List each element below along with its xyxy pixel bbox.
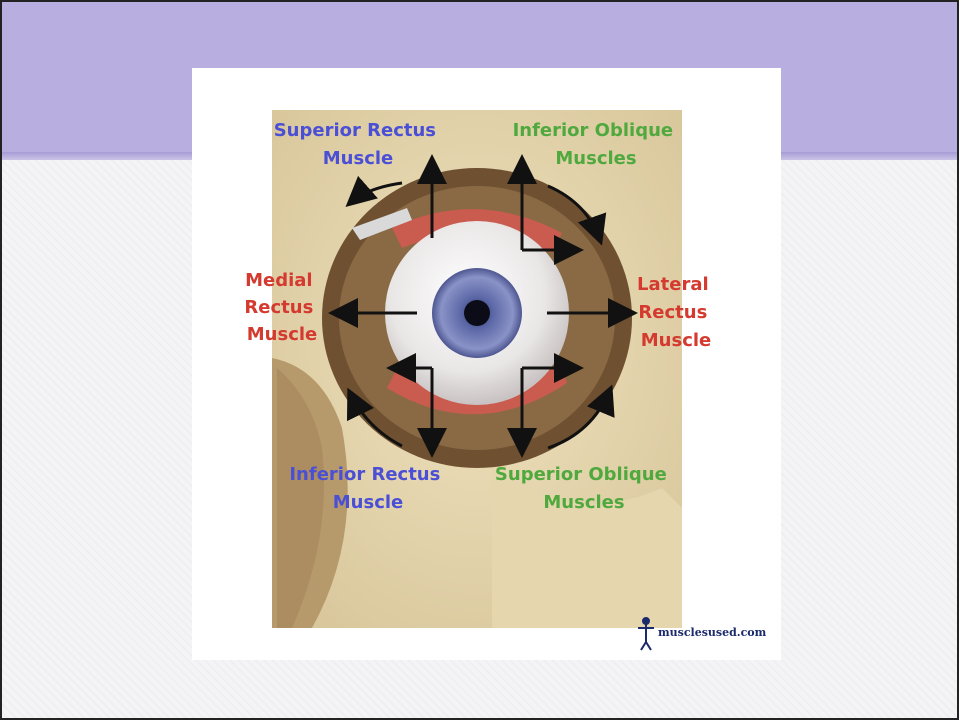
eye-diagram: Superior Rectus Muscle Inferior Oblique … xyxy=(192,68,781,660)
eye-muscle-figure: Superior Rectus Muscle Inferior Oblique … xyxy=(192,68,781,660)
medial-rectus-label: Medial Rectus Muscle xyxy=(244,270,319,345)
lateral-rectus-label: Lateral Rectus Muscle xyxy=(637,274,715,351)
watermark-text: musclesused.com xyxy=(658,626,766,639)
pupil xyxy=(464,300,490,326)
